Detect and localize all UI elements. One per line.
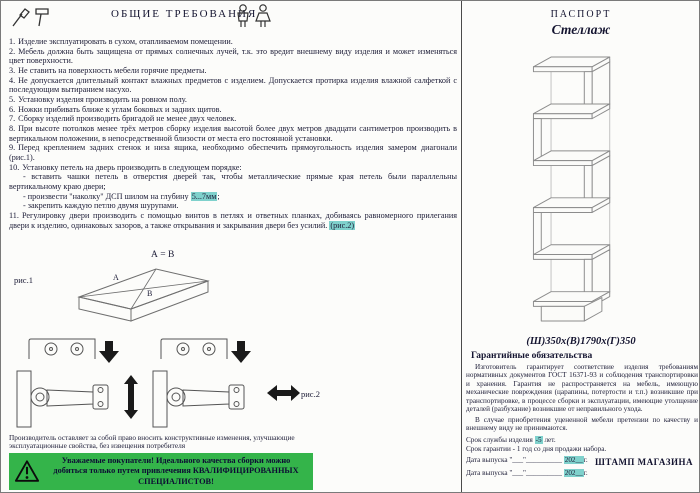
item-text: Не допускается длительный контакт влажны…	[9, 75, 457, 95]
quality-notice-text: Уважаемые покупатели! Идеального качеств…	[53, 455, 299, 486]
page-title: ОБЩИЕ ТРЕБОВАНИЯ	[111, 8, 258, 20]
figure-2-caption: рис.2	[301, 389, 320, 399]
requirements-list: 1.Изделие эксплуатировать в сухом, отапл…	[9, 37, 457, 249]
diagonal-label-a: А	[113, 273, 119, 282]
item-number: 11.	[9, 211, 19, 221]
item-text: Регулировку двери производить с помощью …	[9, 211, 457, 230]
item-number: 7.	[9, 114, 16, 124]
hinge-adjustment-diagram	[16, 338, 300, 428]
discount-clause: В случае приобретения уцененной мебели п…	[466, 415, 698, 433]
list-item: 11.Регулировку двери производить с помощ…	[9, 211, 457, 230]
figure-1-caption: рис.1	[14, 275, 33, 285]
figure-1: А В	[51, 259, 221, 334]
list-item: 7.Сборку изделий производить бригадой не…	[9, 114, 457, 124]
item-number: 5.	[9, 95, 16, 105]
list-item: 1.Изделие эксплуатировать в сухом, отапл…	[9, 37, 457, 47]
item-text: Перед креплением задних стенок и низа ящ…	[9, 143, 457, 163]
tools-icon	[12, 8, 49, 27]
list-item: 5.Установку изделия производить на ровно…	[9, 95, 457, 105]
issue-date-line: Дата выпуска "___"__________ 202__г.	[466, 456, 588, 465]
cabinet-diagonal-diagram	[77, 268, 210, 322]
list-item: 3.Не ставить на поверхность мебели горяч…	[9, 66, 457, 76]
two-people-icon	[237, 4, 271, 27]
item-text: - вставить чашки петель в отверстия двер…	[9, 172, 457, 192]
diagonal-label-b: В	[147, 289, 153, 298]
list-item: - закрепить каждую петлю двумя шурупами.	[9, 201, 457, 211]
warranty-paragraph: Изготовитель гарантирует соответствие из…	[466, 363, 698, 414]
item-number: 4.	[9, 75, 16, 85]
item-number: 6.	[9, 104, 16, 114]
item-number: 3.	[9, 66, 16, 76]
item-text: При высоте потолков менее трёх метров сб…	[9, 124, 457, 143]
list-item: 9.Перед креплением задних стенок и низа …	[9, 143, 457, 162]
item-text: Сборку изделий производить бригадой не м…	[18, 114, 237, 124]
manufacturer-note: Производитель оставляет за собой право в…	[9, 433, 295, 451]
list-item: 4.Не допускается длительный контакт влаж…	[9, 76, 457, 95]
item-text: Мебель должна быть защищена от прямых со…	[9, 46, 457, 66]
quality-notice-box: Уважаемые покупатели! Идеального качеств…	[9, 453, 313, 490]
list-item: 6.Ножки прибивать ближе к углам боковых …	[9, 105, 457, 115]
diagonal-equation-label: А = В	[151, 250, 175, 260]
dimensions-label: (Ш)350х(В)1790х(Г)350	[526, 336, 636, 347]
item-number: 2.	[9, 46, 16, 56]
issue-date-line: Дата выпуска "___"__________ 202__г.	[466, 468, 588, 477]
item-text: Установку изделия производить на ровном …	[18, 95, 187, 105]
item-number: 8.	[9, 124, 16, 134]
list-item: 8.При высоте потолков менее трёх метров …	[9, 124, 457, 143]
list-item: 10.Установку петель на дверь производить…	[9, 163, 457, 173]
warranty-title: Гарантийные обязательства	[471, 351, 593, 361]
item-text: Установку петель на дверь производить в …	[22, 162, 242, 172]
item-number: 10.	[9, 162, 20, 172]
item-text: - закрепить каждую петлю двумя шурупами.	[23, 201, 179, 211]
item-text: Изделие эксплуатировать в сухом, отаплив…	[18, 37, 233, 46]
warranty-term-line: Срок гарантии - 1 год со дня продажи наб…	[466, 445, 607, 454]
list-item: - произвести "наколку" ДСП шилом на глуб…	[9, 191, 457, 202]
passport-title: ПАСПОРТ	[550, 9, 612, 20]
warning-icon	[14, 460, 40, 482]
item-number: 9.	[9, 143, 16, 153]
list-item: - вставить чашки петель в отверстия двер…	[9, 172, 457, 191]
column-divider	[461, 1, 462, 492]
service-life-line: Срок службы изделия -5 лет.	[466, 435, 556, 444]
item-text: - произвести "наколку" ДСП шилом на глуб…	[23, 191, 220, 201]
warranty-text-block: Изготовитель гарантирует соответствие из…	[466, 363, 698, 477]
product-name: Стеллаж	[551, 22, 611, 37]
shelving-unit-drawing	[532, 56, 611, 322]
item-text: Не ставить на поверхность мебели горячие…	[18, 66, 207, 76]
item-text: Ножки прибивать ближе к углам боковых и …	[18, 104, 222, 114]
store-stamp-label: ШТАМП МАГАЗИНА	[595, 457, 693, 467]
list-item: 2.Мебель должна быть защищена от прямых …	[9, 47, 457, 66]
item-number: 1.	[9, 37, 16, 46]
